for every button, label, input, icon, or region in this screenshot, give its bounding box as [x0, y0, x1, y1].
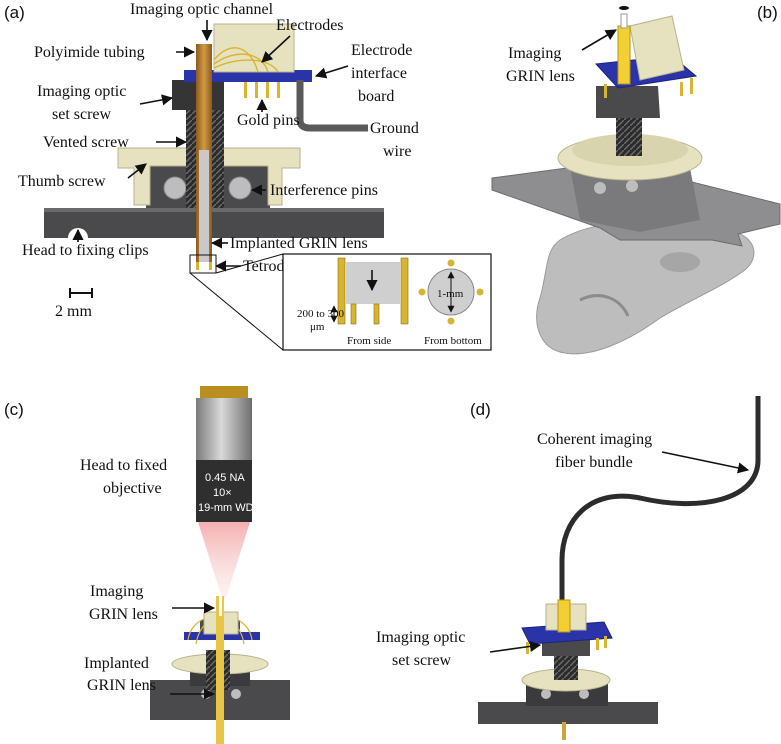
assembly-c [150, 596, 290, 744]
label-c-imaging-grin-lens-2: GRIN lens [89, 606, 158, 623]
fiber-bundle [559, 396, 761, 606]
inset-tetrodes-side [337, 257, 409, 325]
label-c-implanted-grin-lens-2: GRIN lens [87, 677, 156, 694]
label-vented-screw: Vented screw [43, 134, 129, 151]
label-c-imaging-grin-lens-1: Imaging [90, 583, 143, 600]
electrode-connector [213, 23, 295, 73]
assembly-d [478, 599, 658, 740]
label-imaging-optic-set-screw-2: set screw [52, 106, 112, 123]
objective-wd: 19-mm WD [198, 502, 254, 514]
label-ground-wire-2: wire [383, 143, 411, 160]
label-electrode-interface-board-1: Electrode [351, 42, 412, 59]
panel-d-tag: (d) [470, 400, 491, 419]
inset-lens-side [346, 262, 400, 304]
label-d-fiber-bundle-1: Coherent imaging [537, 431, 652, 448]
inset-tetrodes-bottom [418, 259, 484, 325]
tetrode-tip [209, 262, 212, 270]
objective-mag: 10× [213, 487, 232, 499]
label-interference-pins: Interference pins [270, 182, 378, 199]
inset-depth-1: 200 to 300 [297, 308, 345, 320]
electrode-wires [213, 47, 279, 73]
excitation-beam [198, 522, 250, 598]
panel-a-tag: (a) [4, 3, 25, 22]
label-d-set-screw-1: Imaging optic [376, 629, 465, 646]
label-gold-pins: Gold pins [237, 112, 300, 129]
panel-b: (b) Imaging GRIN lens [491, 3, 781, 355]
interference-pin-left [163, 176, 187, 200]
label-d-set-screw-2: set screw [392, 652, 452, 669]
interference-pin-right [228, 176, 252, 200]
label-head-to-fixing-clips: Head to fixing clips [22, 242, 149, 259]
inset-depth-2: μm [310, 321, 325, 333]
scale-bar-label: 2 mm [55, 303, 92, 320]
label-electrodes: Electrodes [276, 17, 344, 34]
ground-wire [296, 80, 368, 132]
inset-from-bottom: From bottom [424, 335, 482, 347]
label-electrode-interface-board-2: interface [351, 65, 407, 82]
tetrode-inset: 200 to 300 μm 1-mm From side From bottom [189, 253, 492, 351]
label-c-head-fixed-objective-2: objective [103, 480, 162, 497]
objective-na: 0.45 NA [205, 472, 245, 484]
gold-pins [244, 82, 280, 98]
panel-a: (a) [4, 1, 492, 351]
electrode-interface-board [184, 70, 312, 82]
panel-d: (d) Coherent imaging fiber bundle Imagin… [376, 396, 761, 740]
label-implanted-grin-lens: Implanted GRIN lens [230, 235, 368, 252]
label-imaging-optic-set-screw-1: Imaging optic [37, 83, 126, 100]
label-c-implanted-grin-lens-1: Implanted [84, 655, 149, 672]
grin-lens-inner [199, 150, 209, 262]
thumb-screw [117, 147, 301, 206]
label-thumb-screw: Thumb screw [18, 173, 106, 190]
label-b-imaging-grin-lens-2: GRIN lens [506, 68, 575, 85]
tetrode-tip [196, 262, 199, 270]
label-polyimide-tubing: Polyimide tubing [34, 44, 145, 61]
label-imaging-optic-channel: Imaging optic channel [130, 1, 274, 18]
microscope-objective: 0.45 NA 10× 19-mm WD [196, 386, 254, 522]
label-electrode-interface-board-3: board [358, 88, 394, 105]
panel-c: (c) 0.45 NA 10× 19-mm WD [4, 386, 290, 744]
label-c-head-fixed-objective-1: Head to fixed [80, 457, 167, 474]
inset-diameter: 1-mm [437, 288, 464, 300]
label-d-fiber-bundle-2: fiber bundle [555, 454, 633, 471]
scale-bar: 2 mm [55, 288, 93, 320]
label-b-imaging-grin-lens-1: Imaging [508, 45, 561, 62]
panel-b-tag: (b) [757, 3, 778, 22]
inset-from-side: From side [347, 335, 391, 347]
label-ground-wire-1: Ground [370, 120, 419, 137]
panel-c-tag: (c) [4, 400, 24, 419]
